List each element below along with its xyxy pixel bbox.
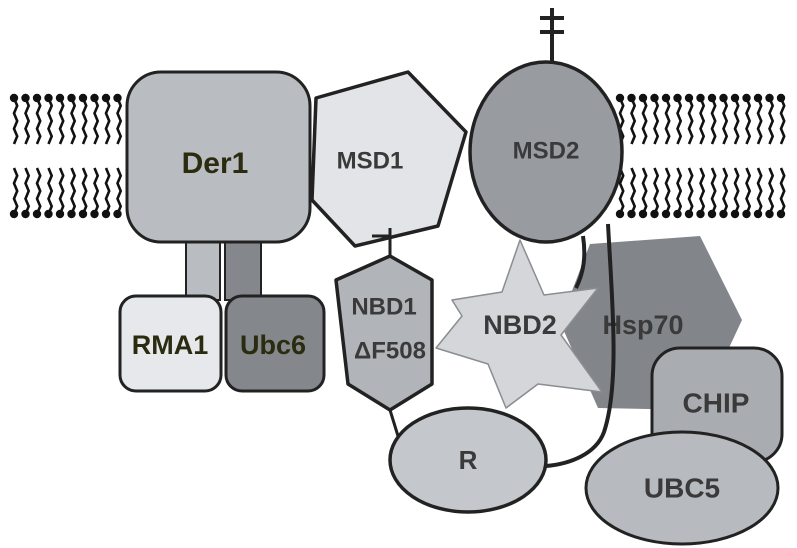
msd2-label: MSD2	[513, 137, 580, 164]
ubc6-label: Ubc6	[240, 330, 306, 360]
nbd1-domain	[336, 256, 432, 410]
der1-rma1-connector	[186, 238, 220, 300]
chip-label: CHIP	[683, 387, 750, 418]
der1-ubc6-connector	[225, 238, 261, 300]
nbd1-r-linker	[390, 410, 398, 436]
glycosylation-mark	[540, 8, 564, 64]
nbd1-label-line2: ΔF508	[354, 337, 426, 364]
r-label: R	[459, 445, 478, 475]
msd1-label: MSD1	[337, 147, 404, 174]
ubc5-label: UBC5	[644, 472, 720, 503]
rma1-label: RMA1	[132, 330, 209, 360]
nbd1-label-line1: NBD1	[351, 293, 416, 320]
nbd2-label: NBD2	[483, 310, 557, 340]
bilayer-left-segment	[10, 94, 122, 218]
der1-label: Der1	[182, 147, 249, 180]
bilayer-right-segment	[616, 94, 785, 218]
